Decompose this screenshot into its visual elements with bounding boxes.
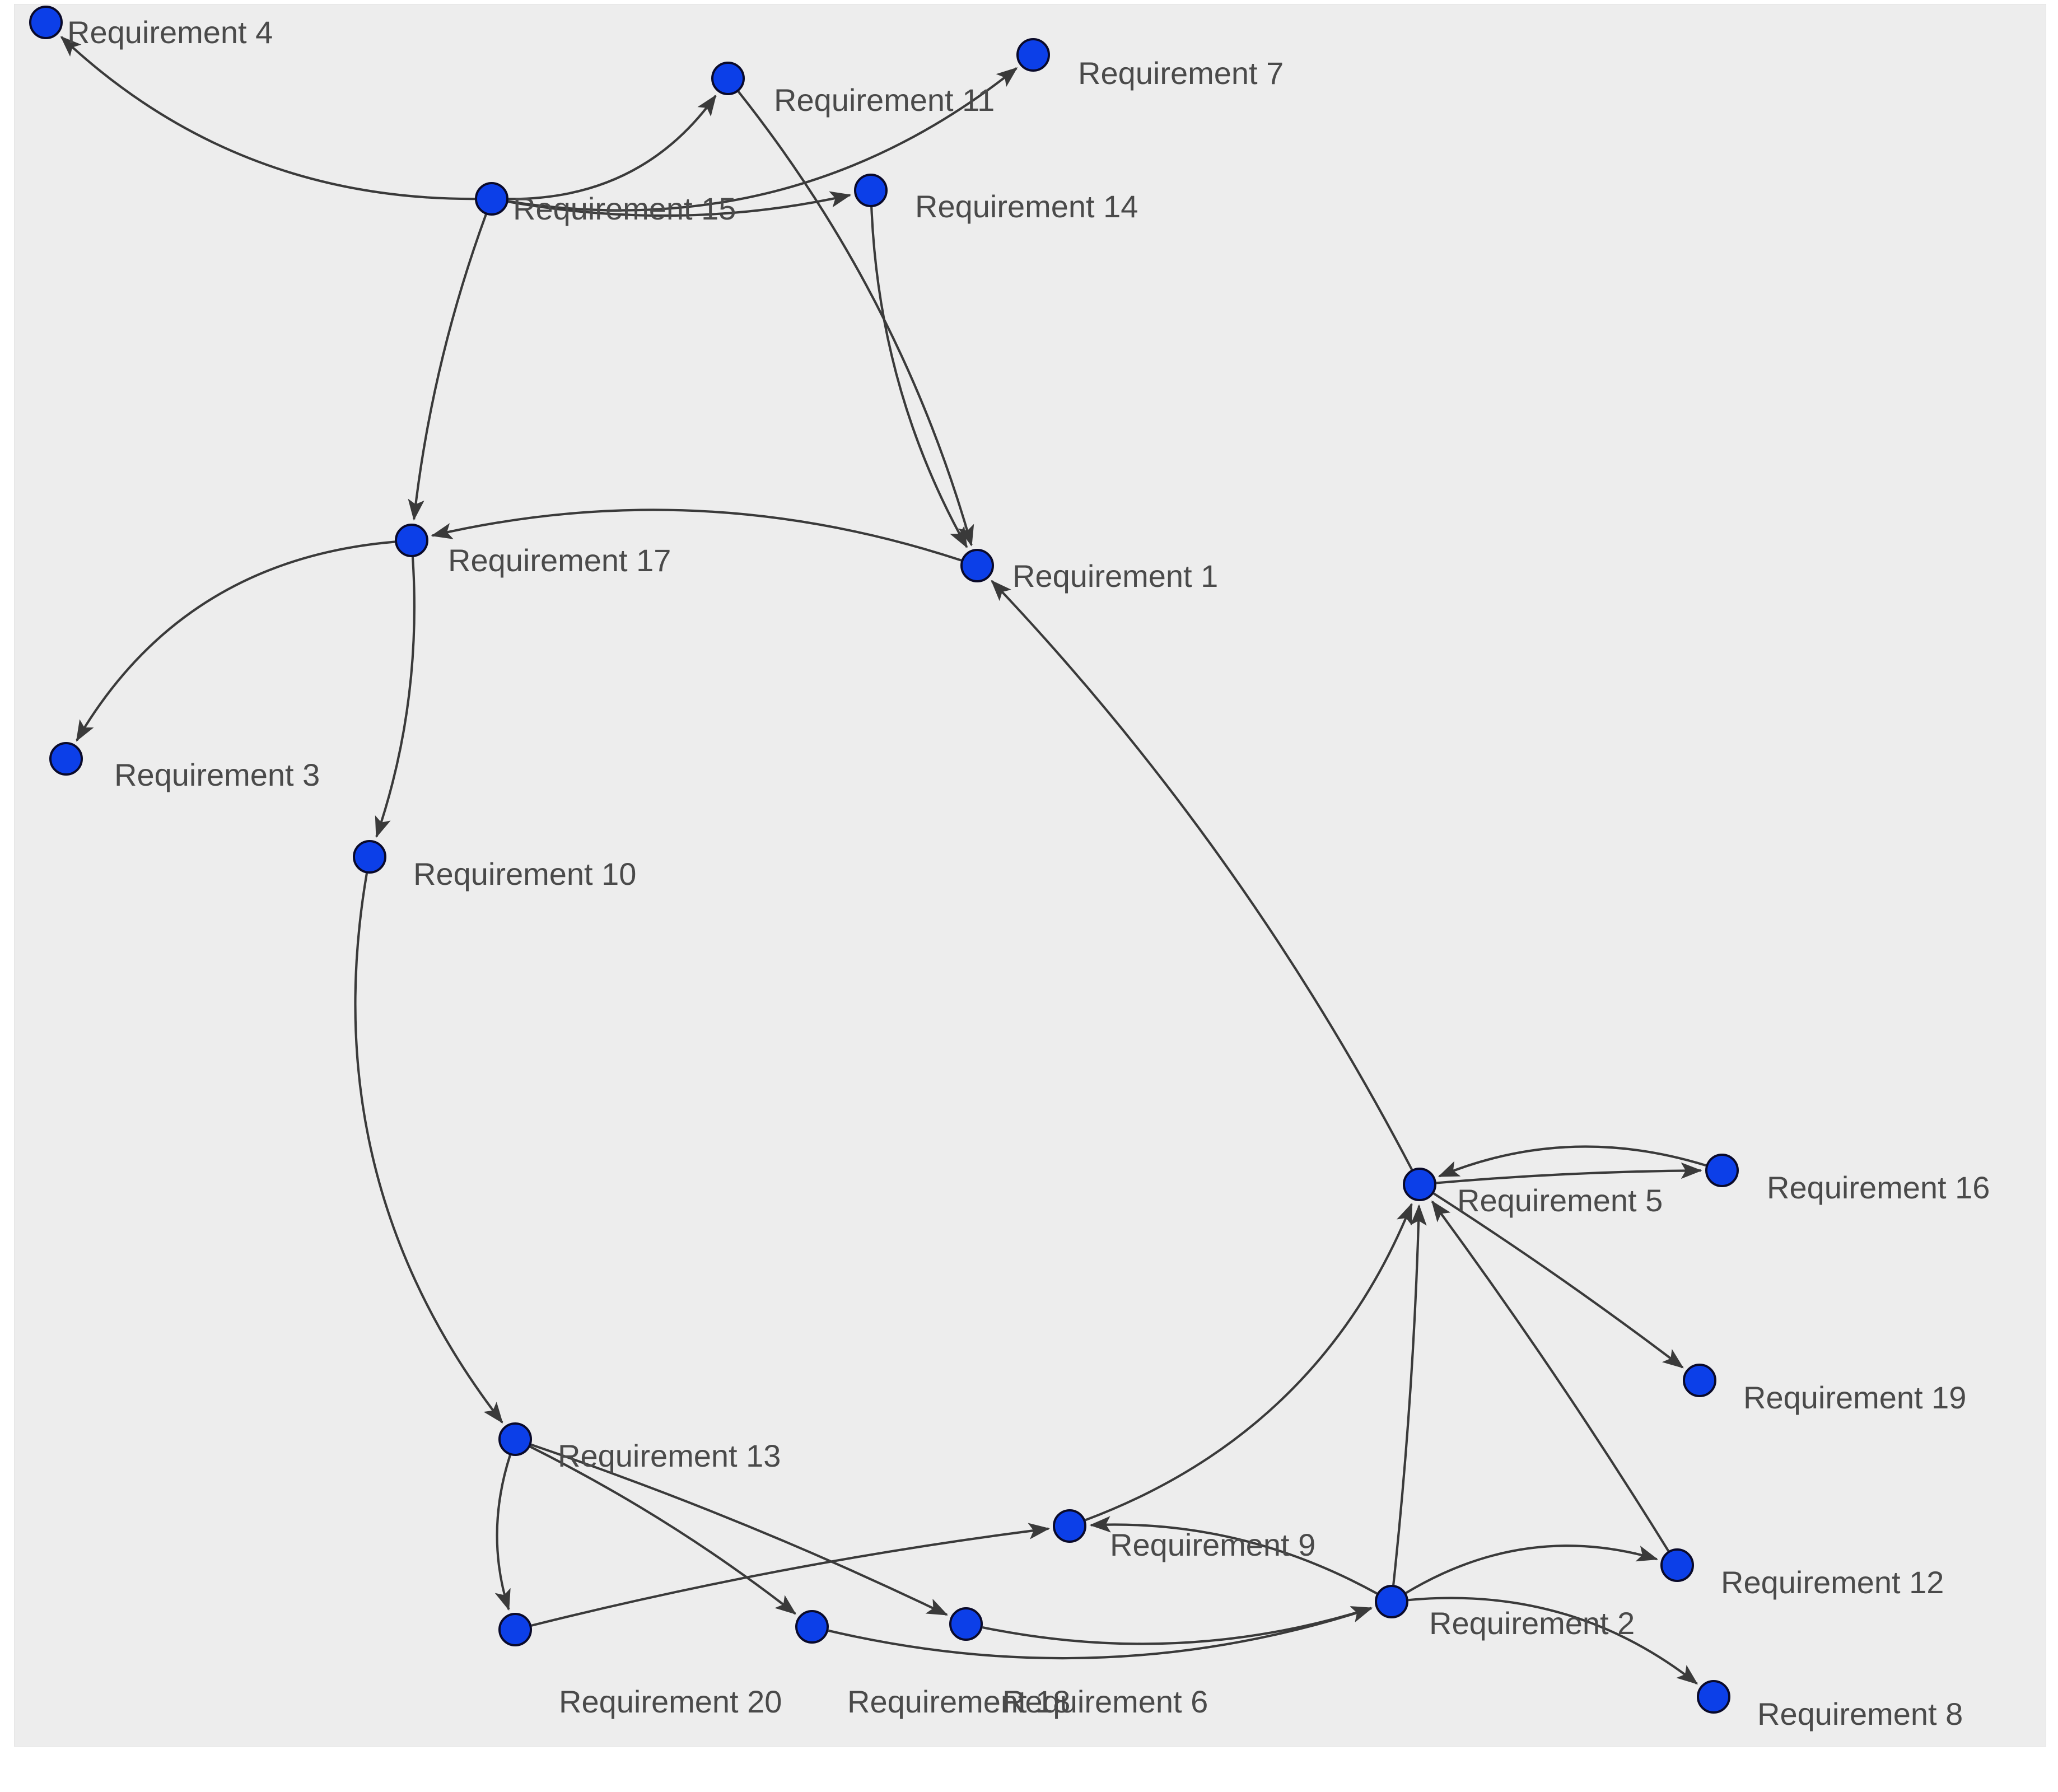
graph-edge bbox=[1085, 1202, 1413, 1522]
graph-edge bbox=[1431, 1200, 1669, 1552]
graph-edge bbox=[529, 1445, 797, 1615]
graph-edge bbox=[870, 207, 968, 549]
graph-edge bbox=[508, 67, 1018, 212]
graph-node-r3[interactable] bbox=[49, 742, 83, 776]
diagram-canvas bbox=[15, 4, 2046, 1746]
graph-node-r5[interactable] bbox=[1403, 1168, 1436, 1201]
graph-node-label-r14: Requirement 14 bbox=[915, 189, 1138, 224]
graph-node-r20[interactable] bbox=[498, 1613, 532, 1646]
graph-node-r18[interactable] bbox=[795, 1610, 829, 1644]
graph-node-label-r11: Requirement 11 bbox=[774, 82, 995, 118]
graph-edge bbox=[408, 214, 487, 521]
graph-node-label-r10: Requirement 10 bbox=[413, 856, 636, 892]
graph-node-label-r4: Requirement 4 bbox=[67, 15, 273, 50]
graph-edge bbox=[494, 1454, 511, 1611]
graph-node-label-r6: Requirement 6 bbox=[1002, 1684, 1208, 1719]
graph-edge bbox=[1392, 1204, 1427, 1585]
graph-node-label-r5: Requirement 5 bbox=[1457, 1183, 1663, 1218]
graph-node-label-r1: Requirement 1 bbox=[1012, 558, 1218, 594]
graph-node-label-r15: Requirement 15 bbox=[513, 191, 736, 226]
graph-node-r15[interactable] bbox=[475, 182, 508, 216]
graph-edge bbox=[76, 540, 395, 742]
graph-node-r11[interactable] bbox=[711, 62, 745, 95]
node-layer bbox=[29, 6, 1739, 1714]
graph-node-label-r3: Requirement 3 bbox=[114, 757, 320, 792]
graph-edge bbox=[737, 91, 974, 547]
label-layer: Requirement 4 Requirement 15 Requirement 1… bbox=[67, 15, 1990, 1732]
graph-node-r2[interactable] bbox=[1375, 1585, 1408, 1618]
graph-node-r10[interactable] bbox=[353, 840, 386, 874]
graph-node-r13[interactable] bbox=[498, 1422, 532, 1456]
graph-node-label-r9: Requirement 9 bbox=[1110, 1527, 1315, 1562]
graph-node-r17[interactable] bbox=[395, 524, 428, 557]
graph-edge bbox=[991, 580, 1413, 1170]
graph-edge bbox=[1089, 1516, 1378, 1595]
graph-node-label-r20: Requirement 20 bbox=[559, 1684, 782, 1719]
graph-edge bbox=[1436, 1162, 1702, 1184]
graph-edge bbox=[508, 191, 852, 217]
graph-node-label-r8: Requirement 8 bbox=[1757, 1696, 1963, 1732]
graph-edge bbox=[828, 1606, 1373, 1660]
graph-edge bbox=[1408, 1597, 1698, 1685]
graph-node-label-r12: Requirement 12 bbox=[1721, 1565, 1944, 1600]
graph-node-r6[interactable] bbox=[949, 1607, 983, 1641]
graph-node-label-r7: Requirement 7 bbox=[1078, 55, 1284, 91]
graph-edge bbox=[375, 557, 416, 838]
graph-node-r16[interactable] bbox=[1705, 1154, 1739, 1187]
graph-node-label-r13: Requirement 13 bbox=[558, 1438, 781, 1473]
graph-node-r4[interactable] bbox=[29, 6, 63, 39]
graph-node-label-r2: Requirement 2 bbox=[1429, 1606, 1635, 1641]
graph-node-label-r16: Requirement 16 bbox=[1767, 1170, 1990, 1205]
graph-edge bbox=[1438, 1145, 1706, 1178]
graph-node-r1[interactable] bbox=[960, 549, 994, 582]
graph-node-r9[interactable] bbox=[1053, 1509, 1086, 1543]
graph-node-r14[interactable] bbox=[854, 174, 888, 207]
graph-edge bbox=[1405, 1544, 1658, 1594]
graph-node-r12[interactable] bbox=[1660, 1548, 1694, 1582]
edge-layer bbox=[60, 36, 1706, 1685]
graph-edge bbox=[508, 94, 717, 200]
graph-edge bbox=[60, 36, 475, 200]
graph-node-label-r18: Requirement 18 bbox=[847, 1684, 1070, 1719]
graph-edge bbox=[1433, 1192, 1684, 1369]
graph-node-r7[interactable] bbox=[1016, 38, 1050, 72]
graph-edge bbox=[531, 1523, 1050, 1627]
graph-edge bbox=[431, 508, 962, 562]
graph-edge bbox=[354, 873, 503, 1424]
graph-edge bbox=[530, 1443, 949, 1616]
graph-node-r8[interactable] bbox=[1697, 1680, 1730, 1714]
graph-edge bbox=[982, 1606, 1373, 1645]
graph-node-label-r19: Requirement 19 bbox=[1743, 1380, 1966, 1415]
graph-node-label-r17: Requirement 17 bbox=[448, 543, 671, 578]
graph-node-r19[interactable] bbox=[1683, 1364, 1716, 1397]
